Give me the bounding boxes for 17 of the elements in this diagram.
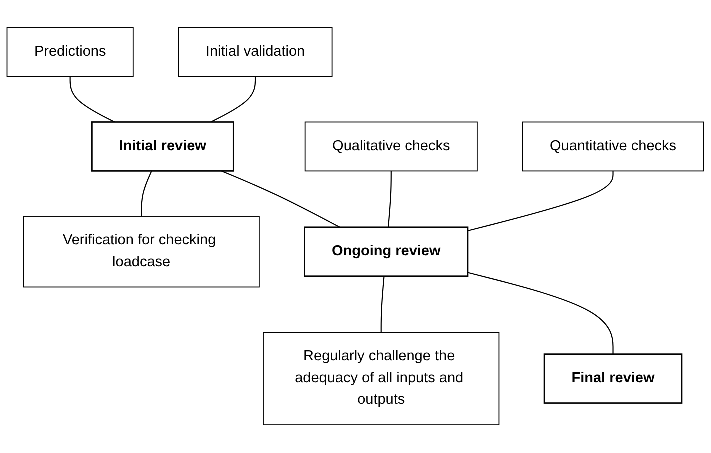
node-box: Regularly challenge the adequacy of all inputs and outputs	[263, 332, 500, 426]
node-box: Predictions	[6, 28, 134, 78]
connector	[468, 171, 614, 232]
connector	[380, 276, 385, 333]
node-box: Final review	[544, 354, 683, 404]
connector	[388, 171, 392, 228]
connector	[141, 170, 152, 217]
node-box: Ongoing review	[304, 226, 469, 278]
connector	[70, 76, 116, 123]
node-box: Verification for checking loadcase	[23, 216, 260, 288]
node-box: Qualitative checks	[304, 122, 478, 172]
connector	[468, 272, 614, 354]
node-box: Quantitative checks	[522, 122, 704, 172]
connector	[210, 76, 256, 123]
node-box: Initial review	[92, 122, 234, 172]
node-box: Initial validation	[178, 28, 333, 78]
connector	[222, 170, 340, 228]
